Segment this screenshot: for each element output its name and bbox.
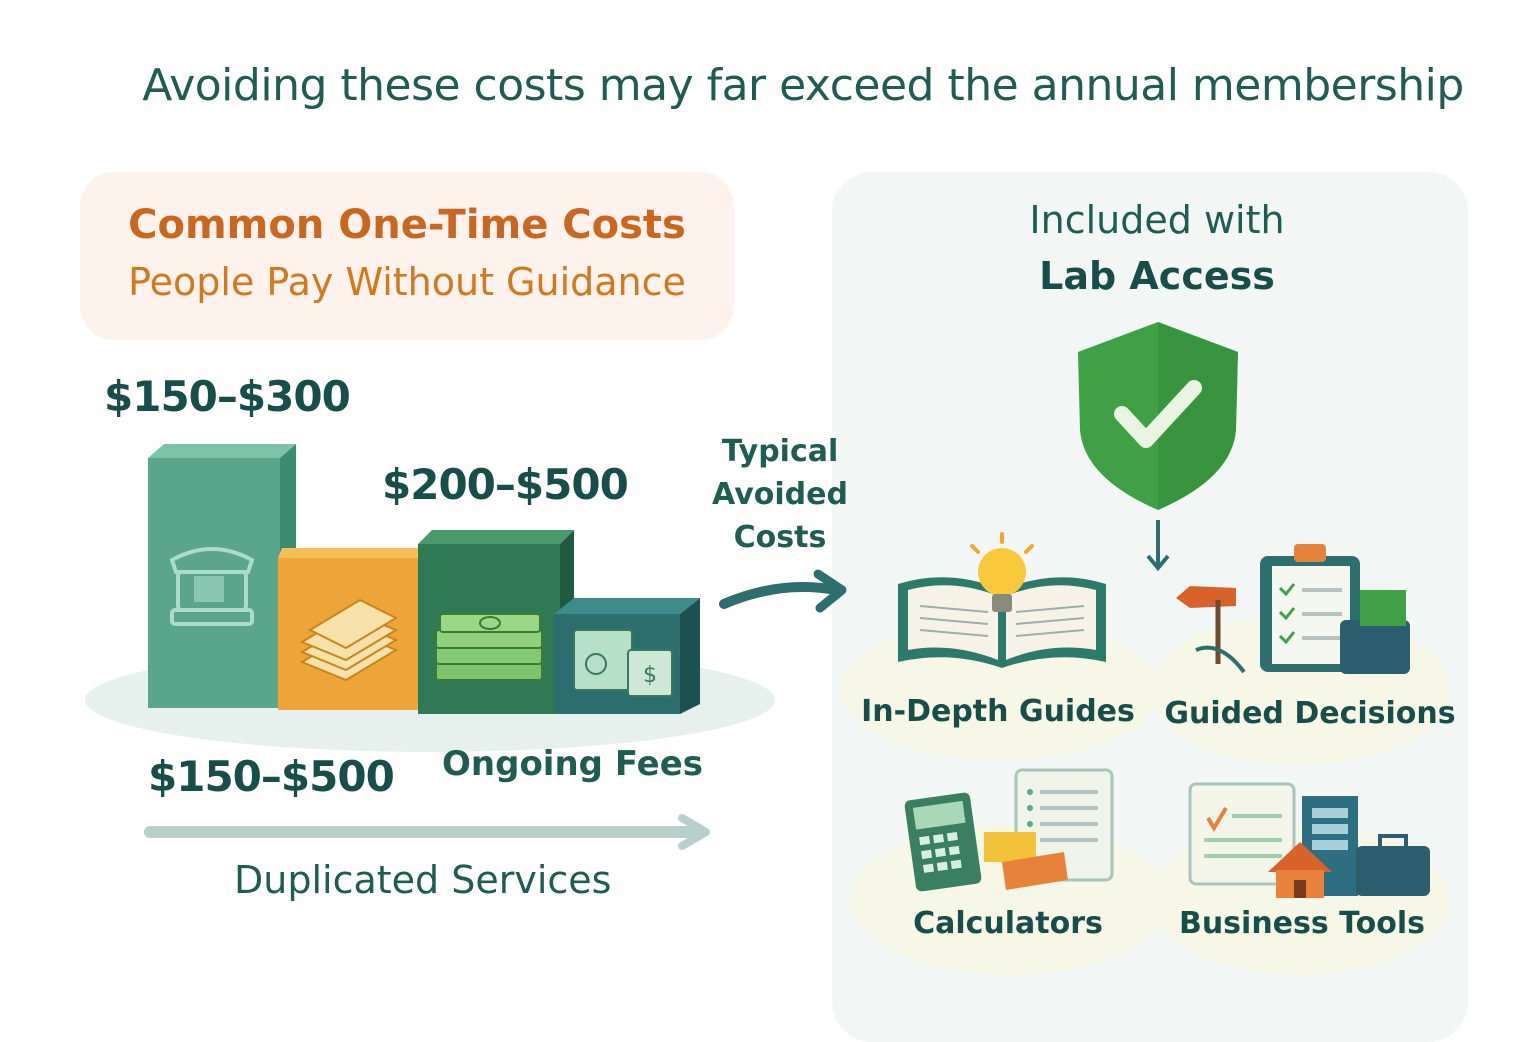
clipboard-signpost-icon <box>1176 544 1410 674</box>
svg-text:$: $ <box>643 663 657 688</box>
costs-card-subtitle: People Pay Without Guidance <box>128 260 686 304</box>
bills-icon <box>435 613 543 681</box>
bar-cash-orange <box>278 548 420 710</box>
shield-check-icon <box>1078 322 1238 510</box>
feature-business-label: Business Tools <box>1178 906 1426 941</box>
bar-money-dark: $ <box>554 598 700 714</box>
bar-cash-green <box>418 530 574 714</box>
one-time-costs-card: Common One-Time Costs People Pay Without… <box>80 172 734 340</box>
feature-guides-label: In-Depth Guides <box>861 694 1135 729</box>
arrow-label-line-1: Typical <box>721 434 839 469</box>
dollar-bills-icon: $ <box>573 629 673 697</box>
business-tools-icon <box>1188 782 1430 898</box>
price-range-c: $150–$500 <box>148 752 395 801</box>
down-arrow-icon <box>1146 520 1170 572</box>
feature-decisions-label: Guided Decisions <box>1164 696 1456 731</box>
price-range-b: $200–$500 <box>382 460 629 509</box>
headline: Avoiding these costs may far exceed the … <box>142 60 1464 111</box>
feature-calculators-label: Calculators <box>913 906 1103 941</box>
book-lightbulb-icon <box>898 532 1106 668</box>
arrow-label-line-2: Avoided <box>712 477 848 512</box>
bar-phone <box>148 444 296 708</box>
duplicated-arrow <box>144 814 710 850</box>
ongoing-fees-label: Ongoing Fees <box>442 744 704 784</box>
transition-arrow <box>719 569 847 613</box>
costs-card-title: Common One-Time Costs <box>128 202 686 248</box>
calculator-icon <box>904 768 1114 892</box>
arrow-label-line-3: Costs <box>733 520 827 555</box>
typical-avoided-costs-label: Typical Avoided Costs <box>700 430 860 559</box>
phone-icon <box>169 547 255 626</box>
duplicated-services-label: Duplicated Services <box>234 858 612 902</box>
included-with-text: Included with <box>1029 198 1285 242</box>
lab-access-title: Lab Access <box>1039 254 1275 298</box>
price-range-a: $150–$300 <box>104 372 351 421</box>
cash-stack-icon <box>299 598 399 682</box>
